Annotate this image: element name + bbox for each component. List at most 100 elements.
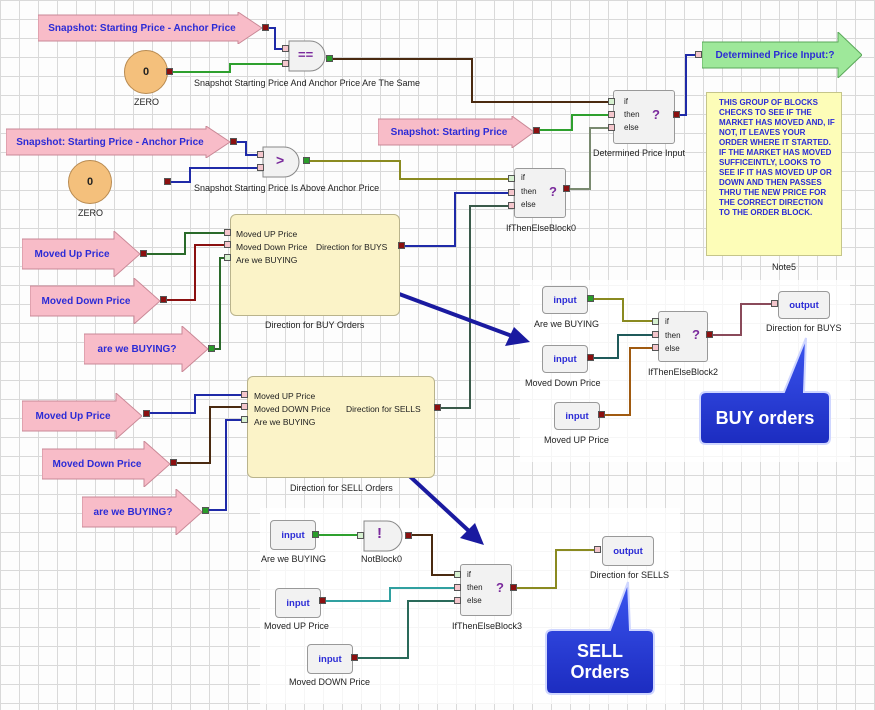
output-block-direction-for-sells[interactable]: output [602, 536, 654, 566]
input-port[interactable] [454, 584, 461, 591]
note5[interactable]: THIS GROUP OF BLOCKS CHECKS TO SEE IF TH… [706, 92, 842, 256]
input-port[interactable] [241, 391, 248, 398]
equals-gate[interactable]: == [288, 40, 328, 72]
input-port[interactable] [241, 416, 248, 423]
output-port[interactable] [143, 410, 150, 417]
output-port[interactable] [160, 296, 167, 303]
input-port[interactable] [652, 318, 659, 325]
snapshot-anchor-price-block-2[interactable]: Snapshot: Starting Price - Anchor Price [6, 126, 230, 158]
input-port[interactable] [771, 300, 778, 307]
output-port[interactable] [166, 68, 173, 75]
output-port[interactable] [326, 55, 333, 62]
output-port[interactable] [202, 507, 209, 514]
question-mark: ? [549, 184, 557, 199]
wire [592, 298, 654, 322]
input-port[interactable] [652, 344, 659, 351]
input-block-moved-down-price[interactable]: input [307, 644, 353, 674]
direction-for-buy-orders-block[interactable]: Moved UP Price Moved Down Price Are we B… [230, 214, 400, 316]
input-port[interactable] [608, 98, 615, 105]
input-port[interactable] [282, 45, 289, 52]
then-label: then [665, 331, 681, 340]
input-block-are-we-buying[interactable]: input [542, 286, 588, 314]
input-port[interactable] [454, 597, 461, 604]
determined-price-input-block[interactable]: Determined Price Input:? [702, 32, 862, 78]
input-port[interactable] [608, 111, 615, 118]
block-label: Determined Price Input [593, 148, 686, 158]
input-port[interactable] [224, 241, 231, 248]
output-port[interactable] [587, 295, 594, 302]
output-port[interactable] [533, 127, 540, 134]
output-port[interactable] [170, 459, 177, 466]
gate-label: NotBlock0 [361, 554, 403, 564]
input-block-are-we-buying[interactable]: input [270, 520, 316, 550]
if-then-else-block0[interactable]: if then else ? [514, 168, 566, 218]
block-label: Determined Price Input:? [715, 49, 835, 61]
moved-down-price-block-1[interactable]: Moved Down Price [30, 278, 160, 324]
direction-for-sell-orders-block[interactable]: Moved UP Price Moved DOWN Price Are we B… [247, 376, 435, 478]
zero-constant-2[interactable]: 0 [68, 160, 112, 204]
wire [175, 406, 245, 464]
input-block-moved-up-price[interactable]: input [554, 402, 600, 430]
output-port[interactable] [351, 654, 358, 661]
gate-symbol: ! [377, 525, 382, 542]
wire [164, 244, 228, 301]
if-then-else-block3[interactable]: if then else ? [460, 564, 512, 616]
output-port[interactable] [140, 250, 147, 257]
moved-up-price-block-2[interactable]: Moved Up Price [22, 393, 142, 439]
input-port[interactable] [257, 164, 264, 171]
snapshot-anchor-price-block-1[interactable]: Snapshot: Starting Price - Anchor Price [38, 12, 262, 44]
are-we-buying-block-2[interactable]: are we BUYING? [82, 489, 202, 535]
output-port[interactable] [230, 138, 237, 145]
output-port[interactable] [673, 111, 680, 118]
output-port[interactable] [319, 597, 326, 604]
input-port[interactable] [224, 254, 231, 261]
output-port[interactable] [510, 584, 517, 591]
output-port[interactable] [587, 354, 594, 361]
input-port[interactable] [594, 546, 601, 553]
output-port[interactable] [434, 404, 441, 411]
input-port[interactable] [454, 571, 461, 578]
determined-price-if-then-else[interactable]: if then else ? [613, 90, 675, 144]
input-port[interactable] [652, 331, 659, 338]
buy-orders-callout: BUY orders [715, 407, 815, 428]
input-block-moved-down-price[interactable]: input [542, 345, 588, 373]
output-port[interactable] [706, 331, 713, 338]
input-port[interactable] [695, 51, 702, 58]
block-label: Moved Down Price [52, 458, 142, 470]
not-gate[interactable]: ! [363, 520, 405, 552]
input-block-moved-up-price[interactable]: input [275, 588, 321, 618]
zero-constant-1[interactable]: 0 [124, 50, 168, 94]
output-port[interactable] [563, 185, 570, 192]
input-port[interactable] [241, 403, 248, 410]
moved-up-price-block-1[interactable]: Moved Up Price [22, 231, 140, 277]
input-port[interactable] [508, 189, 515, 196]
output-caption: Direction for SELLS [590, 570, 670, 580]
output-port[interactable] [405, 532, 412, 539]
if-label: if [521, 173, 525, 182]
output-port[interactable] [398, 242, 405, 249]
input-port[interactable] [282, 60, 289, 67]
output-port[interactable] [598, 411, 605, 418]
output-port[interactable] [303, 157, 310, 164]
output-block-direction-for-buys[interactable]: output [778, 291, 830, 319]
moved-down-price-block-2[interactable]: Moved Down Price [42, 441, 170, 487]
output-port[interactable] [164, 178, 171, 185]
input-port[interactable] [357, 532, 364, 539]
input-label: Moved Down Price [236, 242, 308, 252]
snapshot-starting-price-block[interactable]: Snapshot: Starting Price [378, 116, 534, 148]
input-port[interactable] [608, 124, 615, 131]
constant-value: 0 [142, 66, 150, 78]
if-then-else-block2[interactable]: if then else ? [658, 311, 708, 362]
are-we-buying-block-1[interactable]: are we BUYING? [84, 326, 208, 372]
input-port[interactable] [257, 151, 264, 158]
input-port[interactable] [508, 202, 515, 209]
input-label: Are we BUYING [236, 255, 298, 265]
input-port[interactable] [224, 229, 231, 236]
output-port[interactable] [262, 24, 269, 31]
block-label: IfThenElseBlock0 [506, 223, 577, 233]
output-port[interactable] [312, 531, 319, 538]
input-port[interactable] [508, 175, 515, 182]
greater-than-gate[interactable]: > [262, 146, 302, 178]
output-port[interactable] [208, 345, 215, 352]
